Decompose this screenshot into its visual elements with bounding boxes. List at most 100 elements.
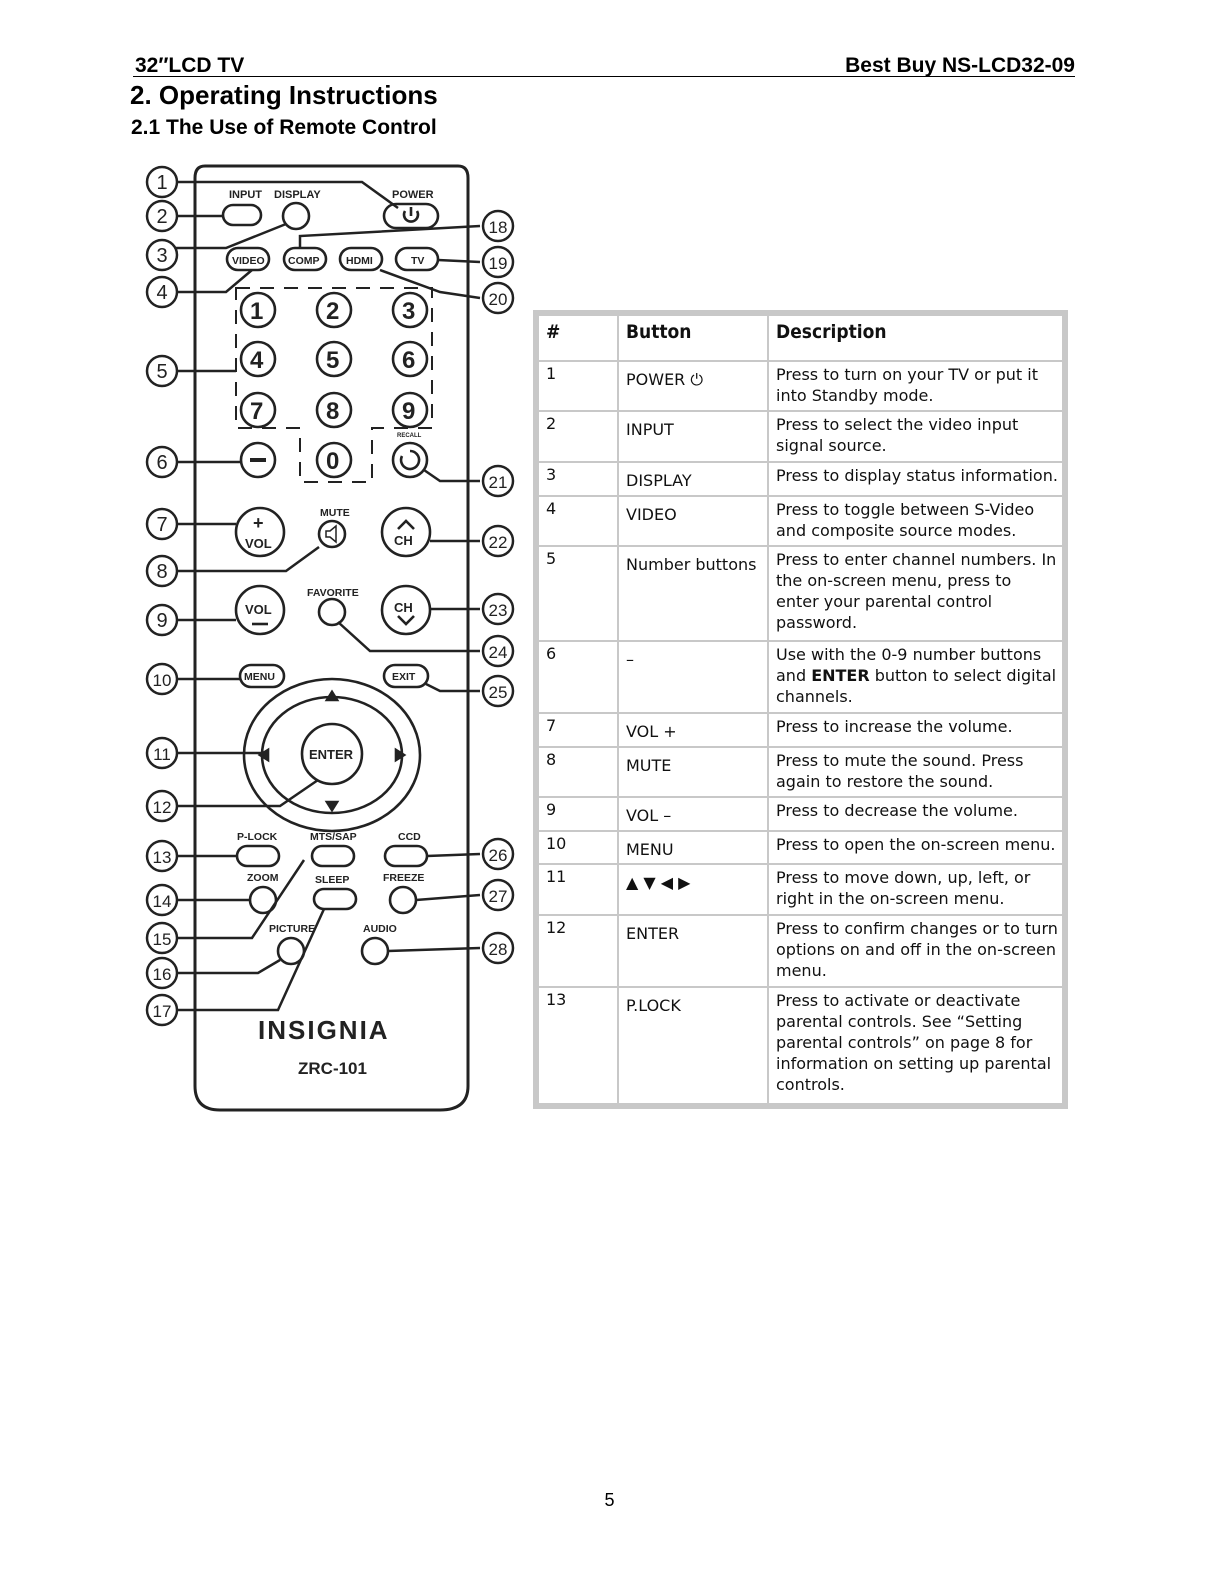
row-button: POWER ⏻ (617, 359, 769, 413)
up-arrow-icon (324, 689, 340, 702)
row-button: MENU (617, 829, 769, 866)
row-number: 13 (537, 986, 619, 1105)
callout-number: 27 (489, 887, 508, 906)
row-button: Number buttons (617, 544, 769, 642)
digit-6: 6 (402, 347, 415, 374)
callout-number: 25 (489, 683, 508, 702)
callout-circle (481, 878, 515, 912)
comp-button (282, 246, 328, 272)
callout-number: 28 (489, 940, 508, 959)
callout-circle (145, 445, 179, 479)
down-arrow-icon (324, 800, 340, 813)
row-description: Press to confirm changes or to turn opti… (767, 913, 1064, 989)
col-header-button: Button (617, 314, 769, 362)
row-description: Press to enter channel numbers. In the o… (767, 544, 1064, 642)
callout-number: 11 (153, 745, 171, 764)
callout-circle (145, 789, 179, 823)
picture-label: PICTURE (269, 923, 315, 935)
plock-label: P-LOCK (237, 831, 278, 843)
callout-number: 1 (156, 172, 167, 194)
callout-circle (145, 507, 179, 541)
row-description: Press to move down, up, left, or right i… (767, 863, 1064, 916)
ch-up-label: CH (394, 533, 413, 548)
row-number: 4 (537, 494, 619, 547)
callout-number: 5 (156, 361, 167, 383)
callout-number: 14 (153, 892, 172, 911)
plock-button (235, 844, 281, 868)
callout-circle (145, 956, 179, 990)
row-button: – (617, 639, 769, 715)
callout-number: 9 (156, 610, 167, 632)
callout-number: 15 (153, 930, 172, 949)
favorite-label: FAVORITE (307, 587, 359, 599)
col-header-num: # (537, 314, 619, 362)
exit-button (382, 663, 430, 689)
callout-circle (481, 209, 515, 243)
vol-up-label: VOL (245, 536, 272, 551)
menu-button (238, 663, 286, 689)
digit-1-button (239, 291, 277, 329)
recall-button (391, 441, 429, 479)
row-description: Press to mute the sound. Press again to … (767, 745, 1064, 799)
dpad-ring (242, 677, 422, 833)
power-button (382, 202, 440, 230)
col-header-description: Description (767, 314, 1064, 362)
row-number: 1 (537, 359, 619, 413)
row-button: ▲ ▼ ◀ ▶ (617, 863, 769, 916)
recall-label: RECALL (397, 433, 422, 439)
hdmi-label: HDMI (346, 255, 373, 267)
desc-part: Use with the 0-9 number buttons and (776, 644, 1042, 685)
sleep-button (312, 887, 358, 911)
row-number: 2 (537, 410, 619, 463)
comp-label: COMP (288, 255, 320, 267)
row-button: VIDEO (617, 494, 769, 547)
digit-2-button (315, 291, 353, 329)
audio-label: AUDIO (363, 923, 397, 935)
row-number: 7 (537, 712, 619, 748)
callout-circle (145, 883, 179, 917)
row-number: 10 (537, 829, 619, 866)
row-button: INPUT (617, 410, 769, 463)
digit-2: 2 (326, 298, 339, 325)
subsection-title: 2.1 The Use of Remote Control (131, 116, 437, 139)
callout-number: 18 (489, 218, 508, 237)
row-description: Use with the 0-9 number buttons and ENTE… (767, 639, 1064, 715)
mtssap-label: MTS/SAP (310, 831, 357, 843)
favorite-button (317, 597, 347, 627)
display-button (281, 201, 311, 231)
row-number: 12 (537, 913, 619, 989)
callout-circle (145, 238, 179, 272)
brand-logo: INSIGNIA (258, 1015, 390, 1045)
callout-number: 19 (489, 254, 508, 273)
callout-circle (481, 674, 515, 708)
power-icon (402, 207, 420, 223)
digit-0: 0 (326, 448, 339, 475)
tv-button (394, 246, 440, 272)
mute-button (317, 519, 347, 549)
callout-circle (481, 281, 515, 315)
callout-number: 22 (489, 533, 508, 552)
callout-circle (145, 921, 179, 955)
freeze-button (388, 885, 418, 915)
zoom-label: ZOOM (247, 872, 279, 884)
digit-9: 9 (402, 398, 415, 425)
digit-5-button (315, 340, 353, 378)
page-number: 5 (604, 1490, 615, 1510)
row-description: Press to open the on-screen menu. (767, 829, 1064, 866)
video-label: VIDEO (232, 255, 265, 267)
ccd-button (383, 844, 429, 868)
callout-number: 17 (153, 1002, 172, 1021)
callout-number: 6 (156, 452, 167, 474)
number-pad-outline (235, 287, 433, 483)
dash-button (239, 441, 277, 479)
vol-up-button (234, 506, 286, 558)
callout-circle (481, 634, 515, 668)
